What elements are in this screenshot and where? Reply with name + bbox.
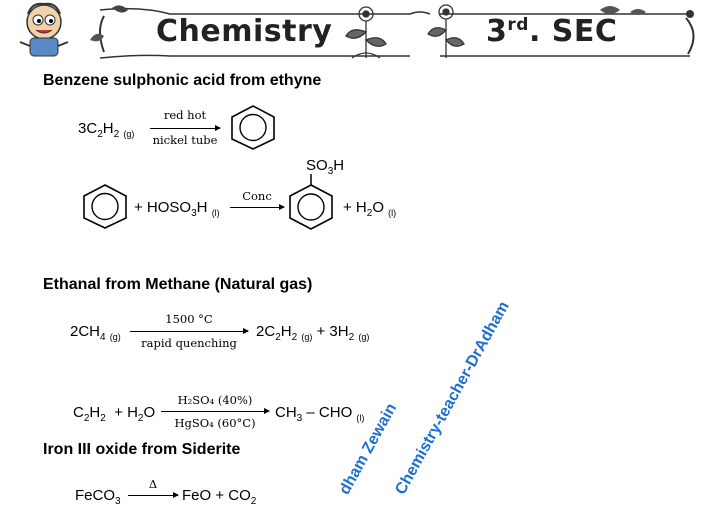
condition-hgso4: HgSO₄ (60°C) [174, 416, 256, 430]
condition-1500c: 1500 °C [165, 312, 213, 326]
reaction-arrow [230, 204, 285, 210]
reaction-arrow [150, 125, 221, 131]
grade-label: 3rd. SEC [486, 14, 617, 49]
watermark-teacher: Chemistry-teacher-DrAdham [392, 298, 513, 498]
section-heading-iron-oxide: Iron III oxide from Siderite [43, 441, 241, 458]
equation-ethyne-hydrogen-product: 2C2H2 (g) + 3H2 (g) [256, 323, 370, 343]
condition-rapid-quenching: rapid quenching [141, 336, 237, 350]
grade-number: 3 [486, 14, 508, 49]
equation-siderite-reactant: FeCO3 [75, 487, 121, 507]
flower-ornament-right-icon [427, 4, 465, 58]
equation-siderite-product: FeO + CO2 [182, 487, 257, 507]
equation-ethanal-product: CH3 – CHO (l) [275, 404, 365, 424]
equation-hydration-reactants: C2H2 + H2O [73, 404, 156, 424]
mascot-icon [19, 2, 69, 57]
equation-ethyne-reactant: 3C2H2 (g) [78, 120, 135, 140]
condition-conc: Conc [242, 189, 272, 203]
subject-title: Chemistry [156, 14, 333, 49]
benzene-ring-icon [231, 105, 275, 150]
section-heading-ethanal: Ethanal from Methane (Natural gas) [43, 276, 313, 293]
grade-suffix: . SEC [528, 14, 618, 49]
condition-nickel-tube: nickel tube [152, 133, 218, 147]
condition-heat-delta: Δ [148, 477, 158, 491]
grade-superscript: rd [507, 15, 529, 35]
benzene-sulphonic-ring-icon [289, 174, 333, 230]
section-heading-benzene-sulphonic: Benzene sulphonic acid from ethyne [43, 72, 322, 89]
condition-h2so4: H₂SO₄ (40%) [177, 393, 253, 407]
reaction-arrow [128, 492, 179, 498]
flower-ornament-icon [345, 6, 387, 59]
equation-water-product: + H2O (l) [343, 199, 397, 219]
reaction-arrow [130, 328, 249, 334]
condition-red-hot: red hot [163, 108, 207, 122]
reaction-arrow [161, 408, 270, 414]
benzene-ring-reactant-icon [83, 184, 127, 229]
substituent-so3h: SO3H [306, 157, 345, 177]
header-banner [19, 2, 695, 59]
equation-sulphuric-reagent: + HOSO3H (l) [134, 199, 220, 219]
equation-methane-reactant: 2CH4 (g) [70, 323, 121, 343]
